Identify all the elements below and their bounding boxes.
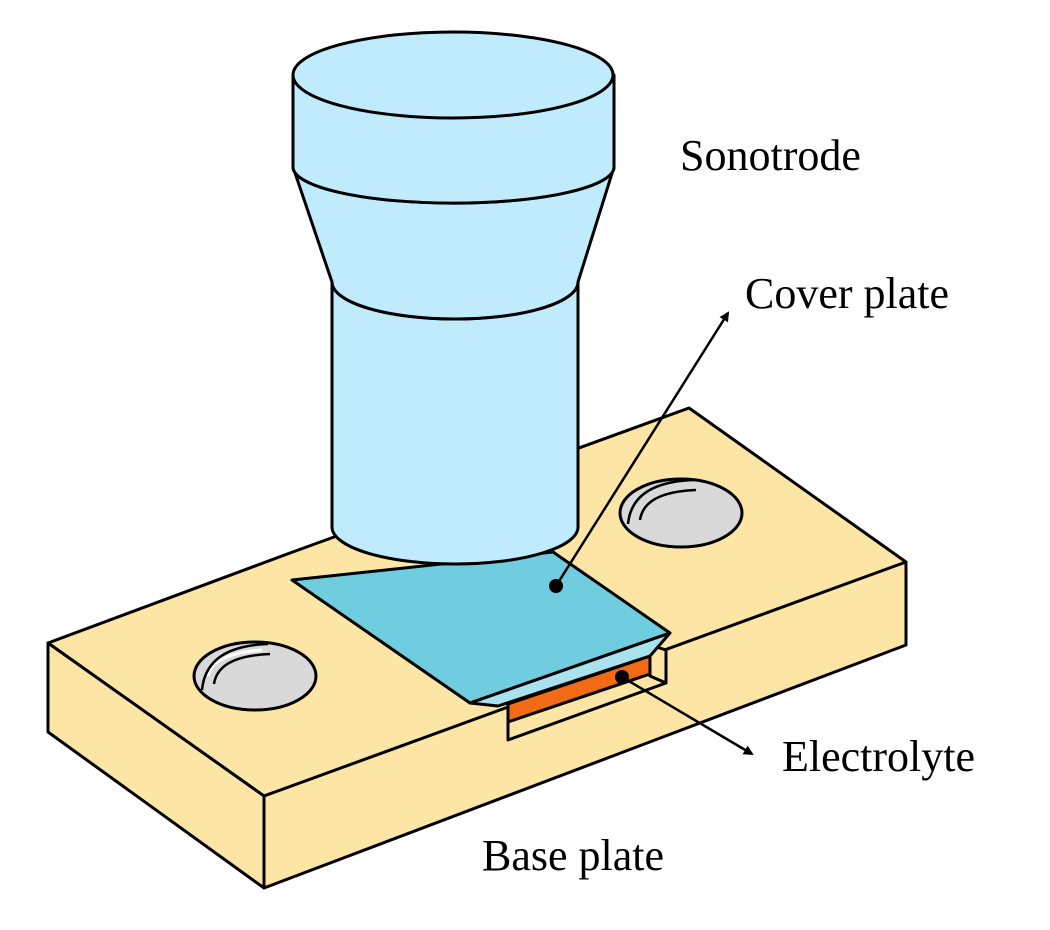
cover-plate [290, 550, 672, 708]
cover-plate-leader [549, 311, 730, 593]
label-sonotrode: Sonotrode [680, 131, 861, 180]
sonotrode-lower-cylinder [330, 280, 580, 566]
label-base-plate: Base plate [482, 831, 664, 880]
mounting-hole-left [192, 640, 318, 712]
sonotrode [291, 30, 616, 566]
base-plate-left [46, 641, 266, 890]
electrolyte-leader [615, 670, 754, 756]
mounting-hole-right [618, 477, 744, 549]
label-electrolyte: Electrolyte [782, 732, 975, 781]
label-cover-plate: Cover plate [745, 269, 949, 318]
cover-plate-side [468, 631, 672, 708]
sonotrode-top-face [291, 30, 615, 120]
